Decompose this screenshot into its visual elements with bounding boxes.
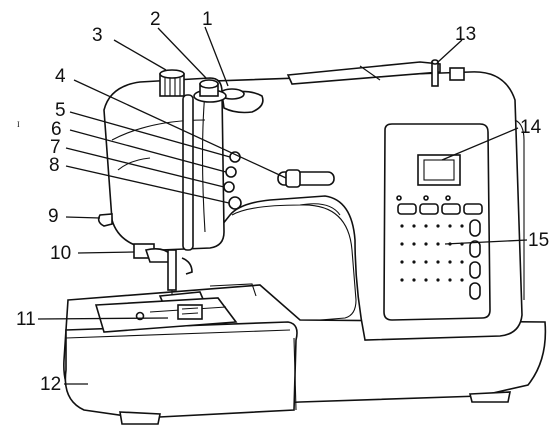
keypad-dots xyxy=(400,224,464,282)
callout-2: 2 xyxy=(150,9,161,30)
callout-4: 4 xyxy=(55,66,66,87)
accessory-box xyxy=(64,321,298,419)
callout-11: 11 xyxy=(16,309,36,330)
sewing-machine-illustration xyxy=(63,59,547,425)
callout-labels: 1 2 3 4 5 6 7 8 9 10 11 12 13 14 15 I xyxy=(16,9,549,395)
machine-head xyxy=(103,77,225,251)
callout-14: 14 xyxy=(520,117,542,138)
callout-12: 12 xyxy=(40,374,61,395)
callout-9: 9 xyxy=(48,206,59,227)
leader-lines xyxy=(37,26,528,385)
callout-3: 3 xyxy=(92,25,103,46)
stray-mark: I xyxy=(17,120,20,129)
callout-8: 8 xyxy=(49,155,60,176)
control-panel xyxy=(383,123,491,321)
callout-15: 15 xyxy=(528,230,549,251)
callout-13: 13 xyxy=(455,24,476,45)
callout-7: 7 xyxy=(50,137,61,158)
callout-5: 5 xyxy=(55,100,66,121)
callout-1: 1 xyxy=(202,9,213,30)
callout-6: 6 xyxy=(51,119,62,140)
callout-10: 10 xyxy=(50,243,71,264)
